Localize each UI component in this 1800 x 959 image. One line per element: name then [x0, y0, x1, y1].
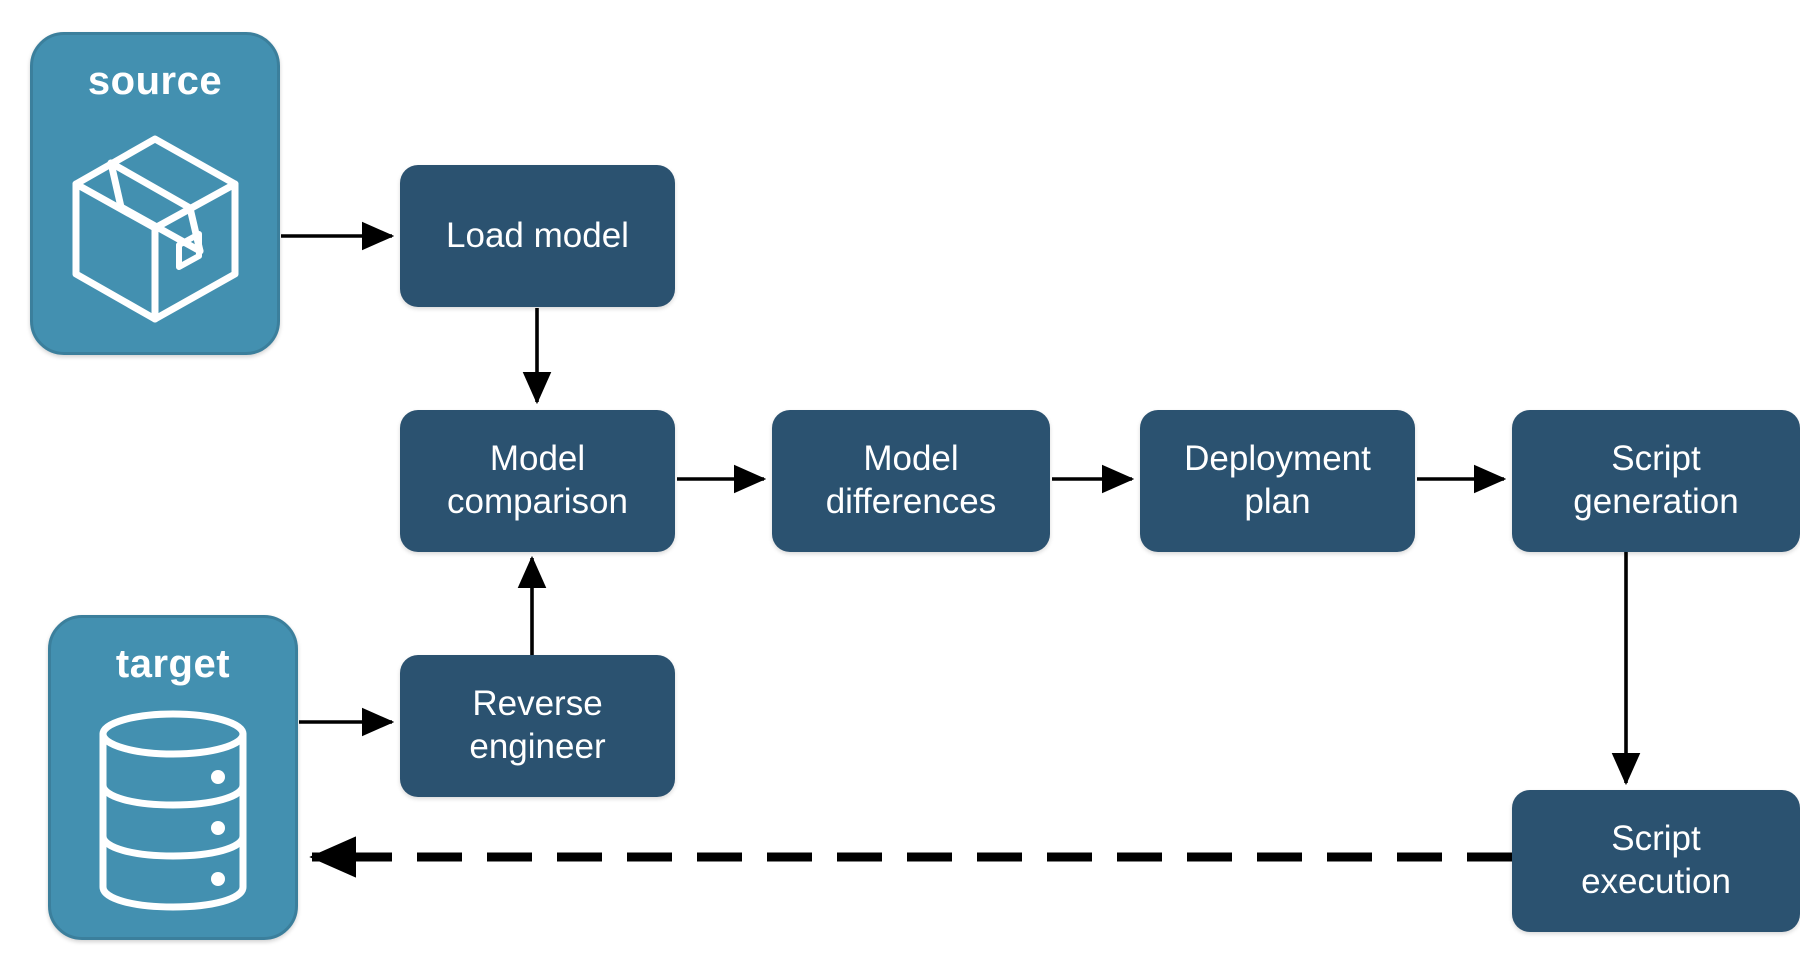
process-script-execution-label-line2: execution — [1581, 862, 1731, 901]
node-target[interactable]: target — [48, 615, 298, 940]
process-model-differences-label-line2: differences — [825, 482, 997, 521]
node-target-label: target — [115, 642, 231, 686]
process-script-execution-label-line1: Script — [1611, 819, 1701, 859]
process-model-comparison-label-line2: comparison — [447, 482, 628, 521]
process-model-comparison[interactable]: Model comparison — [400, 410, 675, 552]
process-script-generation-label-line2: generation — [1573, 482, 1739, 521]
process-model-differences[interactable]: Model differences — [772, 410, 1050, 552]
package-box-icon — [33, 101, 277, 352]
node-source-label: source — [87, 59, 223, 103]
process-deployment-plan[interactable]: Deployment plan — [1140, 410, 1415, 552]
process-load-model[interactable]: Load model — [400, 165, 675, 307]
process-deployment-plan-label-line2: plan — [1244, 482, 1311, 521]
process-script-generation-label-line1: Script — [1611, 439, 1701, 479]
process-script-execution[interactable]: Script execution — [1512, 790, 1800, 932]
node-source[interactable]: source — [30, 32, 280, 355]
process-reverse-engineer-label-line2: engineer — [469, 727, 606, 766]
process-model-comparison-label-line1: Model — [489, 439, 586, 479]
process-model-differences-label-line1: Model — [863, 439, 959, 479]
process-reverse-engineer-label-line1: Reverse — [472, 684, 603, 724]
database-cylinder-icon — [51, 684, 295, 937]
process-reverse-engineer[interactable]: Reverse engineer — [400, 655, 675, 797]
process-load-model-label: Load model — [446, 215, 629, 255]
process-deployment-plan-label-line1: Deployment — [1184, 439, 1371, 479]
process-script-generation[interactable]: Script generation — [1512, 410, 1800, 552]
